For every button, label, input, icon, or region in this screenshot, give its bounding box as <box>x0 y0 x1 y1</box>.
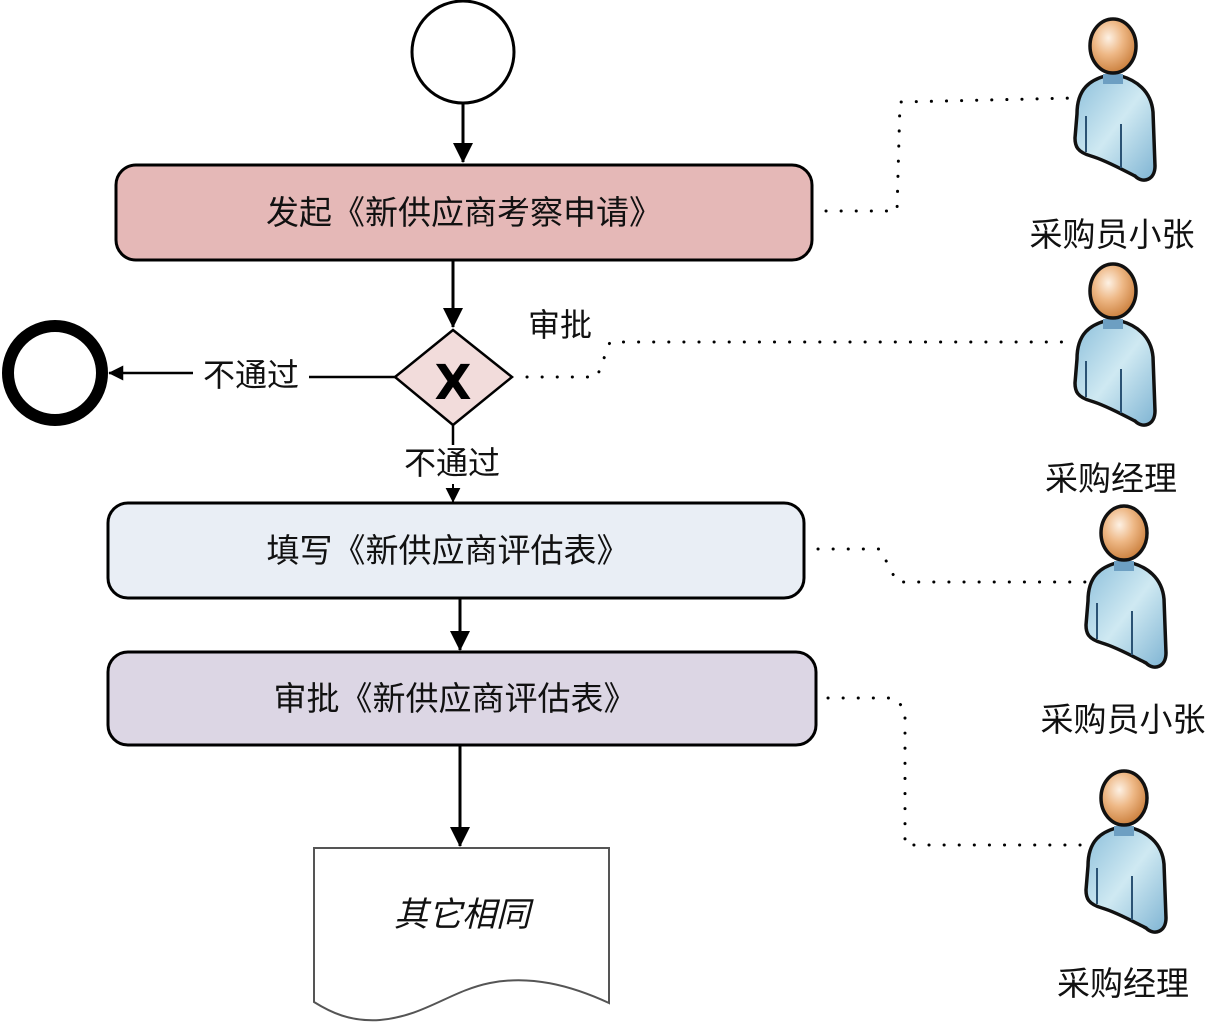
person-icon <box>1073 262 1157 427</box>
role-purchasing-manager-1: 采购经理 <box>1045 262 1177 498</box>
role-label: 采购经理 <box>1045 459 1177 498</box>
document-other-same[interactable]: 其它相同 <box>313 847 610 1022</box>
exclusive-gateway[interactable]: X <box>393 328 514 427</box>
document-shape <box>313 847 610 1022</box>
role-purchasing-manager-2: 采购经理 <box>1057 769 1189 1003</box>
person-icon <box>1084 769 1168 934</box>
role-label: 采购经理 <box>1057 964 1189 1003</box>
person-icon <box>1084 504 1168 669</box>
task-fill-evaluation-form[interactable]: 填写《新供应商评估表》 <box>106 501 806 600</box>
role-label: 采购员小张 <box>1041 700 1206 739</box>
role-purchaser-zhang-2: 采购员小张 <box>1041 504 1206 739</box>
gateway-x-icon: X <box>434 355 471 411</box>
role-label: 采购员小张 <box>1030 215 1195 254</box>
association-task3-role <box>826 696 1089 847</box>
task-box <box>106 650 818 747</box>
association-gateway-role <box>525 340 1077 379</box>
task-initiate-inspection-request[interactable]: 发起《新供应商考察申请》 <box>114 163 814 262</box>
end-event <box>2 320 108 426</box>
task-label: 发起《新供应商考察申请》 <box>266 193 662 232</box>
task-box <box>114 163 814 262</box>
start-event <box>410 0 516 105</box>
reject-label-left: 不通过 <box>203 356 299 394</box>
document-label: 其它相同 <box>394 895 534 935</box>
reject-label-down: 不通过 <box>404 444 500 482</box>
gateway-approval-label: 审批 <box>528 306 592 344</box>
task-label: 审批《新供应商评估表》 <box>274 679 637 718</box>
task-label: 填写《新供应商评估表》 <box>267 531 630 570</box>
task-approve-evaluation-form[interactable]: 审批《新供应商评估表》 <box>106 650 818 747</box>
role-purchaser-zhang-1: 采购员小张 <box>1030 17 1195 254</box>
person-icon <box>1073 17 1157 182</box>
association-task2-role <box>816 547 1089 584</box>
task-box <box>106 501 806 600</box>
association-task1-role <box>824 96 1077 213</box>
